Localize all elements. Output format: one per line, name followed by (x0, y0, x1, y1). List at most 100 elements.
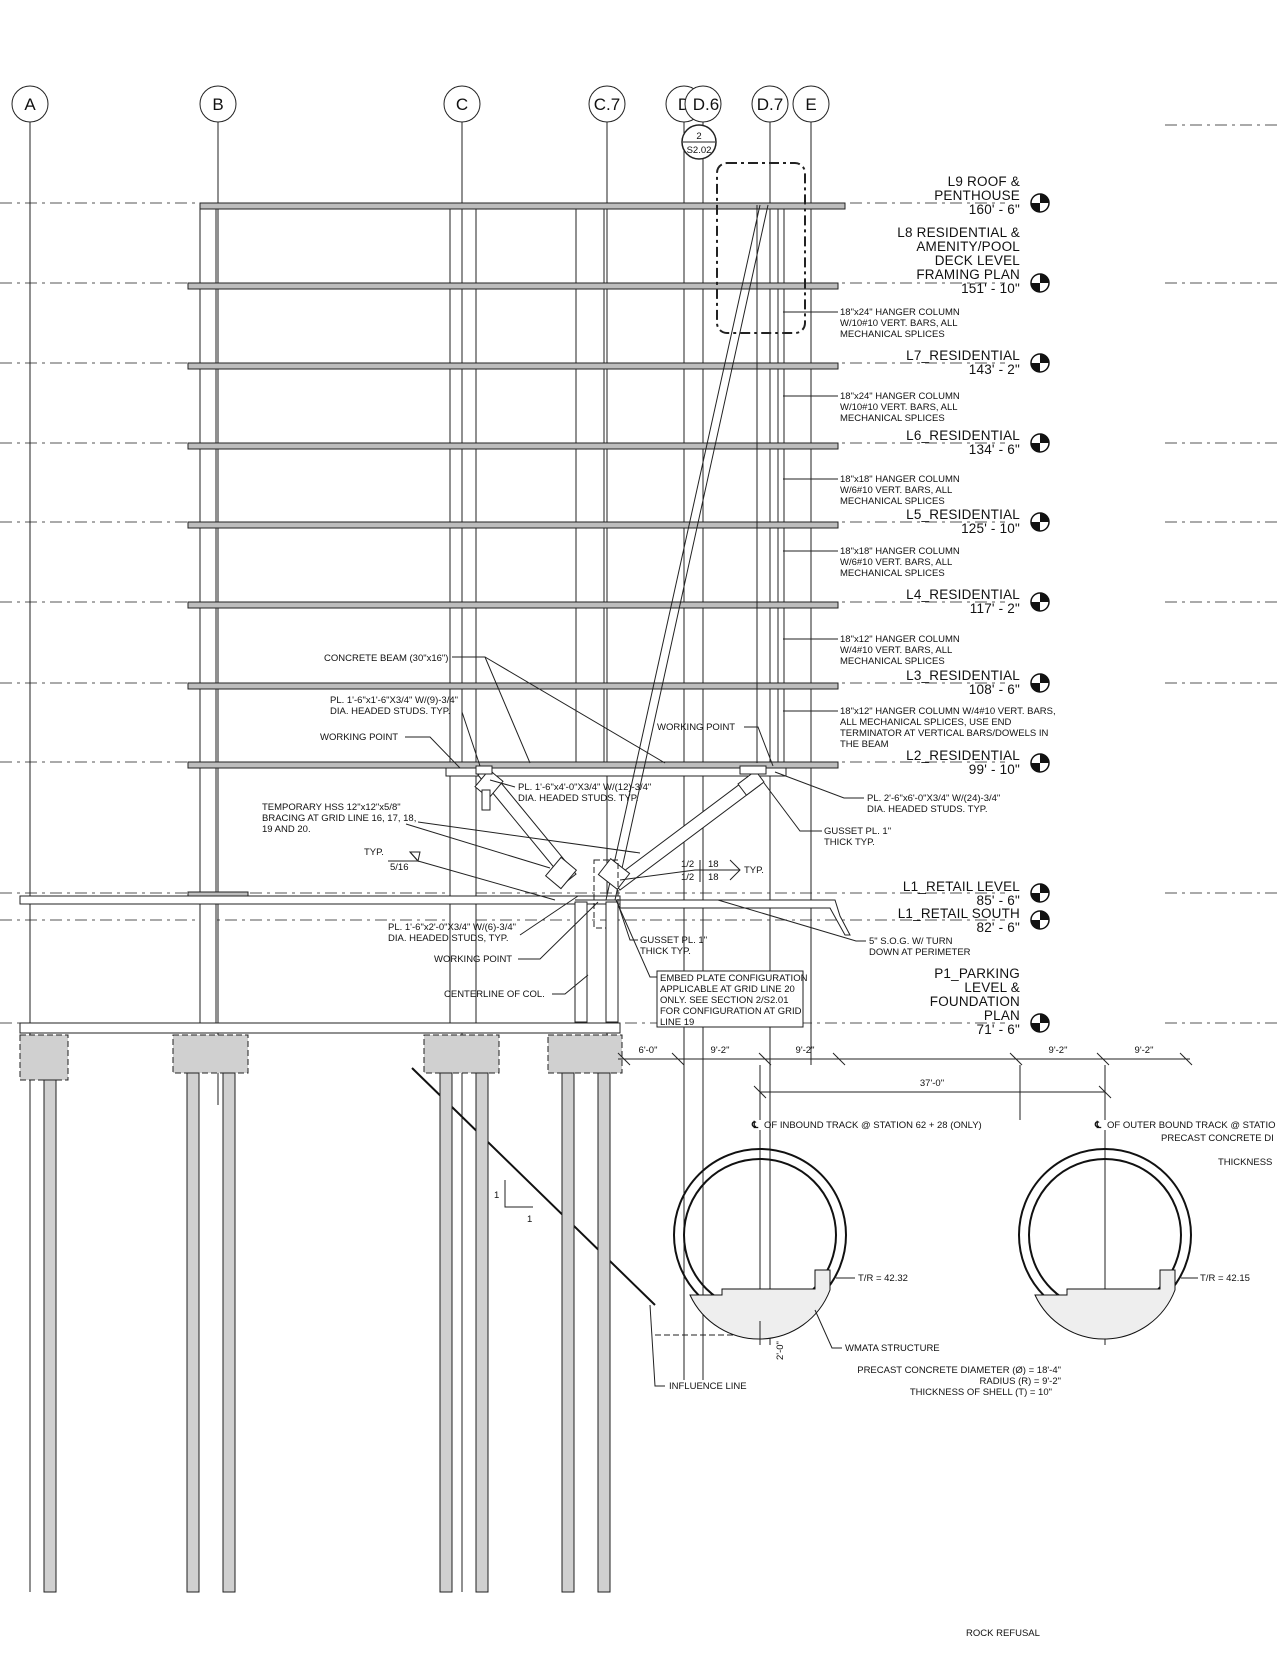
hanger-note-2-line-3: MECHANICAL SPLICES (840, 413, 945, 424)
hanger-column-notes: 18"x24" HANGER COLUMN W/10#10 VERT. BARS… (783, 307, 1056, 750)
gusset-bottom-line-1: GUSSET PL. 1" (640, 935, 707, 946)
level-l9-name-1: L9 ROOF & (948, 174, 1020, 189)
level-p1-name-1: P1_PARKING (934, 966, 1020, 981)
level-l5-elev: 125' - 10" (961, 521, 1020, 536)
grid-label-b: B (212, 95, 223, 114)
level-datum-lines (0, 124, 1280, 1024)
typ-left: TYP. (364, 847, 384, 858)
pl-right-line-2: DIA. HEADED STUDS. TYP. (867, 804, 988, 815)
level-p1-name-4: PLAN (984, 1008, 1020, 1023)
embed-line-2: APPLICABLE AT GRID LINE 20 (660, 984, 795, 995)
embed-line-1: EMBED PLATE CONFIGURATION (660, 973, 808, 984)
level-l4-name: L4_RESIDENTIAL (906, 587, 1020, 602)
building-columns (199, 202, 785, 1034)
v-bracing (474, 765, 767, 929)
hanger-note-5-line-1: 18"x12" HANGER COLUMN (840, 634, 960, 645)
hanger-note-1-line-1: 18"x24" HANGER COLUMN (840, 307, 960, 318)
gusset-right-line-1: GUSSET PL. 1" (824, 826, 891, 837)
influence-line-label: INFLUENCE LINE (669, 1381, 747, 1392)
pl-left-line-2: DIA. HEADED STUDS. TYP. (330, 706, 451, 717)
rock-refusal-label: ROCK REFUSAL (966, 1628, 1040, 1639)
outer-sub-2: THICKNESS (1218, 1157, 1272, 1168)
working-point-right: WORKING POINT (657, 722, 735, 733)
level-labels: L9 ROOF & PENTHOUSE 160' - 6" L8 RESIDEN… (897, 174, 1020, 1037)
hanger-note-4-line-3: MECHANICAL SPLICES (840, 568, 945, 579)
level-l1-retail-name: L1_RETAIL LEVEL (903, 879, 1020, 894)
weld-half-a: 1/2 (681, 859, 694, 870)
slope-rise: 1 (494, 1190, 499, 1201)
level-p1-name-3: FOUNDATION (930, 994, 1020, 1009)
slope-indicator: 1 1 (494, 1180, 533, 1225)
hanger-note-3-line-2: W/6#10 VERT. BARS, ALL (840, 485, 952, 496)
grid-bubble-c: C (443, 85, 481, 123)
hanger-note-1-line-2: W/10#10 VERT. BARS, ALL (840, 318, 958, 329)
pl-bottom-line-1: PL. 1'-6"x2'-0"X3/4" W/(6)-3/4" (388, 922, 516, 933)
level-l4-elev: 117' - 2" (970, 601, 1020, 616)
slope-run: 1 (527, 1214, 532, 1225)
outer-cl-symbol: ℄ (1094, 1120, 1102, 1131)
outer-sub-1: PRECAST CONCRETE DI (1161, 1133, 1274, 1144)
grid-label-c: C (456, 95, 468, 114)
level-l6-name: L6_RESIDENTIAL (906, 428, 1020, 443)
temp-bracing-line-2: BRACING AT GRID LINE 16, 17, 18, (262, 813, 416, 824)
grid-bubble-d7: D.7 (751, 85, 789, 123)
dim-2ft: 2'-0" (775, 1341, 786, 1360)
level-l1-south-name: L1_RETAIL SOUTH (898, 906, 1020, 921)
pl-bottom-line-2: DIA. HEADED STUDS, TYP. (388, 933, 509, 944)
pl-center-line-2: DIA. HEADED STUDS. TYP. (518, 793, 639, 804)
grid-bubble-d6: D.6 (684, 85, 722, 123)
pl-center-line-1: PL. 1'-6"x4'-0"X3/4" W/(12)-3/4" (518, 782, 651, 793)
hanger-note-2-line-1: 18"x24" HANGER COLUMN (840, 391, 960, 402)
hanger-note-3-line-3: MECHANICAL SPLICES (840, 496, 945, 507)
grid-lines (29, 122, 812, 1592)
inbound-track-label: OF INBOUND TRACK @ STATION 62 + 28 (ONLY… (764, 1120, 982, 1131)
level-datum-symbols (1030, 193, 1050, 1033)
outer-tunnel: ℄ OF OUTER BOUND TRACK @ STATIO PRECAST … (1018, 1120, 1276, 1345)
level-l5-name: L5_RESIDENTIAL (906, 507, 1020, 522)
level-l1-south-elev: 82' - 6" (977, 920, 1021, 935)
temp-bracing-line-3: 19 AND 20. (262, 824, 311, 835)
wmata-line-1: WMATA STRUCTURE (845, 1343, 940, 1354)
gusset-bottom-line-2: THICK TYP. (640, 946, 691, 957)
level-l3-elev: 108' - 6" (969, 682, 1020, 697)
section-number: 2 (696, 131, 701, 142)
embed-line-3: ONLY. SEE SECTION 2/S2.01 (660, 995, 788, 1006)
tr-outer: T/R = 42.15 (1200, 1273, 1250, 1284)
dim-9ft-b: 9'-2" (796, 1045, 815, 1056)
level-l9-elev: 160' - 6" (969, 202, 1020, 217)
hanger-note-4-line-2: W/6#10 VERT. BARS, ALL (840, 557, 952, 568)
hanger-note-3-line-1: 18"x18" HANGER COLUMN (840, 474, 960, 485)
weld-size-516: 5/16 (390, 862, 409, 873)
level-l8-name-1: L8 RESIDENTIAL & (897, 225, 1020, 240)
working-point-bottom: WORKING POINT (434, 954, 512, 965)
hanger-note-6-line-3: TERMINATOR AT VERTICAL BARS/DOWELS IN (840, 728, 1048, 739)
grid-bubble-b: B (199, 85, 237, 123)
section-callout-tag: 2 S2.02 (681, 124, 717, 160)
level-l9-name-2: PENTHOUSE (934, 188, 1020, 203)
hanger-note-5-line-2: W/4#10 VERT. BARS, ALL (840, 645, 952, 656)
dim-6ft: 6'-0" (639, 1045, 658, 1056)
hanger-note-6-line-2: ALL MECHANICAL SPLICES, USE END (840, 717, 1012, 728)
wmata-line-4: THICKNESS OF SHELL (T) = 10" (910, 1387, 1052, 1398)
dim-37ft: 37'-0" (920, 1078, 944, 1089)
concrete-beam-note: CONCRETE BEAM (30"x16") (324, 653, 448, 664)
grid-bubble-a: A (11, 85, 49, 123)
level-p1-name-2: LEVEL & (964, 980, 1020, 995)
tr-inbound: T/R = 42.32 (858, 1273, 908, 1284)
pl-left-line-1: PL. 1'-6"x1'-6"X3/4" W/(9)-3/4" (330, 695, 458, 706)
hanger-note-5-line-3: MECHANICAL SPLICES (840, 656, 945, 667)
outer-track-label: OF OUTER BOUND TRACK @ STATIO (1107, 1120, 1276, 1131)
grid-label-e: E (805, 95, 816, 114)
dimension-strings: 6'-0" 9'-2" 9'-2" 9'-2" 9'-2" 37'-0" (617, 1045, 1193, 1120)
level-l8-name-3: DECK LEVEL (935, 253, 1021, 268)
inbound-tunnel: ℄ OF INBOUND TRACK @ STATION 62 + 28 (ON… (673, 1120, 1061, 1398)
level-l1-retail-elev: 85' - 6" (977, 893, 1021, 908)
gusset-right-line-2: THICK TYP. (824, 837, 875, 848)
section-sheet: S2.02 (687, 145, 712, 156)
floor-slabs (19, 202, 851, 1034)
grid-bubble-c7: C.7 (588, 85, 626, 123)
piles (43, 1072, 611, 1593)
hanger-note-6-line-1: 18"x12" HANGER COLUMN W/4#10 VERT. BARS, (840, 706, 1056, 717)
grid-bubble-e: E (792, 85, 830, 123)
level-l7-name: L7_RESIDENTIAL (906, 348, 1020, 363)
